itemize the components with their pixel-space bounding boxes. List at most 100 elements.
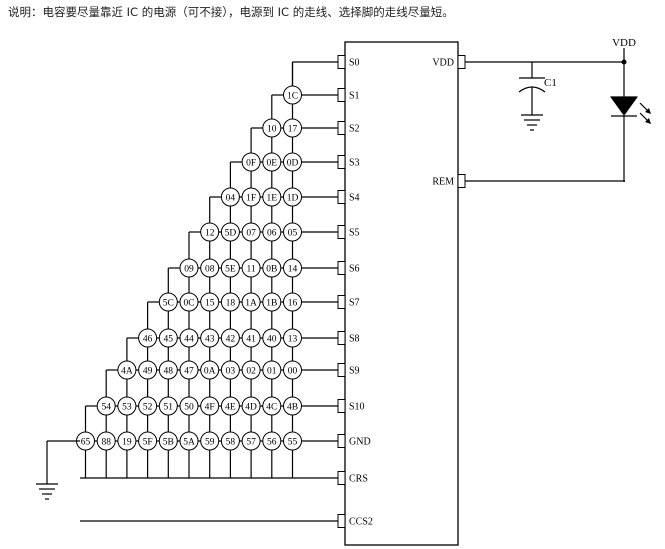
key-code: 0E xyxy=(267,158,278,168)
key-code: 0C xyxy=(183,298,194,308)
key-node: 03 xyxy=(220,360,240,380)
key-node: 56 xyxy=(262,431,282,451)
key-node: 14 xyxy=(283,258,302,278)
key-node: 00 xyxy=(283,360,302,380)
key-node: 5C xyxy=(158,292,178,312)
key-code: 51 xyxy=(164,402,174,412)
ground-icon xyxy=(36,483,58,500)
key-node: 52 xyxy=(138,396,158,416)
pin-s5: S5 xyxy=(337,225,360,239)
key-node: 06 xyxy=(262,222,282,242)
pin-rem: REM xyxy=(432,174,466,188)
key-code: 4C xyxy=(266,402,277,412)
key-code: 19 xyxy=(122,437,132,447)
key-node: 47 xyxy=(179,360,199,380)
key-node: 1A xyxy=(241,292,261,312)
key-code: 0A xyxy=(204,366,216,376)
key-node: 45 xyxy=(158,328,178,348)
key-node: 57 xyxy=(241,431,261,451)
ground-icon xyxy=(521,114,543,131)
key-code: 5F xyxy=(143,437,153,447)
key-code: 06 xyxy=(267,228,277,238)
key-code: 09 xyxy=(184,264,194,274)
key-node: 1F xyxy=(241,187,261,207)
pin-ccs2: CCS2 xyxy=(337,514,373,528)
key-node: 88 xyxy=(96,431,116,451)
key-code: 4F xyxy=(205,402,215,412)
key-node: 19 xyxy=(117,431,137,451)
key-node: 59 xyxy=(200,431,220,451)
key-node: 11 xyxy=(241,258,261,278)
key-code: 01 xyxy=(267,366,277,376)
key-code: 00 xyxy=(288,366,298,376)
key-code: 59 xyxy=(205,437,215,447)
key-code: 1B xyxy=(266,298,277,308)
key-code: 55 xyxy=(288,437,298,447)
key-node: 15 xyxy=(200,292,220,312)
key-code: 46 xyxy=(143,334,153,344)
key-node: 1D xyxy=(283,187,302,207)
key-node: 46 xyxy=(138,328,158,348)
key-code: 45 xyxy=(164,334,174,344)
pin-label: CCS2 xyxy=(349,517,373,528)
key-node: 16 xyxy=(283,292,302,312)
key-code: 02 xyxy=(246,366,256,376)
key-code: 40 xyxy=(267,334,277,344)
pin-label: S4 xyxy=(349,193,360,204)
key-code: 1A xyxy=(245,298,257,308)
key-node: 1B xyxy=(262,292,282,312)
key-node: 07 xyxy=(241,222,261,242)
key-code: 5A xyxy=(183,437,195,447)
key-code: 53 xyxy=(122,402,132,412)
key-code: 5B xyxy=(163,437,174,447)
pin-label: S2 xyxy=(349,124,360,135)
key-code: 13 xyxy=(288,334,298,344)
pin-label: S0 xyxy=(349,58,360,69)
key-node: 5A xyxy=(179,431,199,451)
key-code: 4E xyxy=(225,402,236,412)
key-node: 4B xyxy=(283,396,302,416)
key-node: 44 xyxy=(179,328,199,348)
key-node: 02 xyxy=(241,360,261,380)
power-section: VDD C1 xyxy=(465,37,651,182)
key-node: 17 xyxy=(283,118,302,138)
key-code: 4B xyxy=(287,402,298,412)
key-code: 52 xyxy=(143,402,153,412)
key-node: 58 xyxy=(220,431,240,451)
pin-crs: CRS xyxy=(337,471,368,485)
key-node: 4A xyxy=(117,360,137,380)
pin-label: CRS xyxy=(349,474,368,485)
key-node: 53 xyxy=(117,396,137,416)
pin-label: S3 xyxy=(349,158,360,169)
vdd-label: VDD xyxy=(612,37,636,49)
led-icon xyxy=(610,96,651,182)
key-node: 42 xyxy=(220,328,240,348)
key-node: 0B xyxy=(262,258,282,278)
key-code: 07 xyxy=(246,228,256,238)
key-node: 05 xyxy=(283,222,302,242)
pin-s8: S8 xyxy=(337,331,360,345)
key-node: 04 xyxy=(220,187,240,207)
key-node: 10 xyxy=(262,118,282,138)
key-node: 08 xyxy=(200,258,220,278)
pin-label: S5 xyxy=(349,228,360,239)
pin-label: S6 xyxy=(349,264,360,275)
key-code: 58 xyxy=(226,437,236,447)
key-node: 18 xyxy=(220,292,240,312)
key-code: 48 xyxy=(164,366,174,376)
key-node: 4E xyxy=(220,396,240,416)
key-node: 48 xyxy=(158,360,178,380)
pin-s2: S2 xyxy=(337,121,360,135)
key-node: 54 xyxy=(96,396,116,416)
key-code: 5E xyxy=(225,264,236,274)
key-code: 88 xyxy=(101,437,111,447)
key-node: 4F xyxy=(200,396,220,416)
key-node: 0E xyxy=(262,152,282,172)
key-node: 4D xyxy=(241,396,261,416)
key-code: 0B xyxy=(266,264,277,274)
key-code: 65 xyxy=(81,437,91,447)
key-code: 0F xyxy=(246,158,256,168)
pin-gnd: GND xyxy=(337,434,371,448)
